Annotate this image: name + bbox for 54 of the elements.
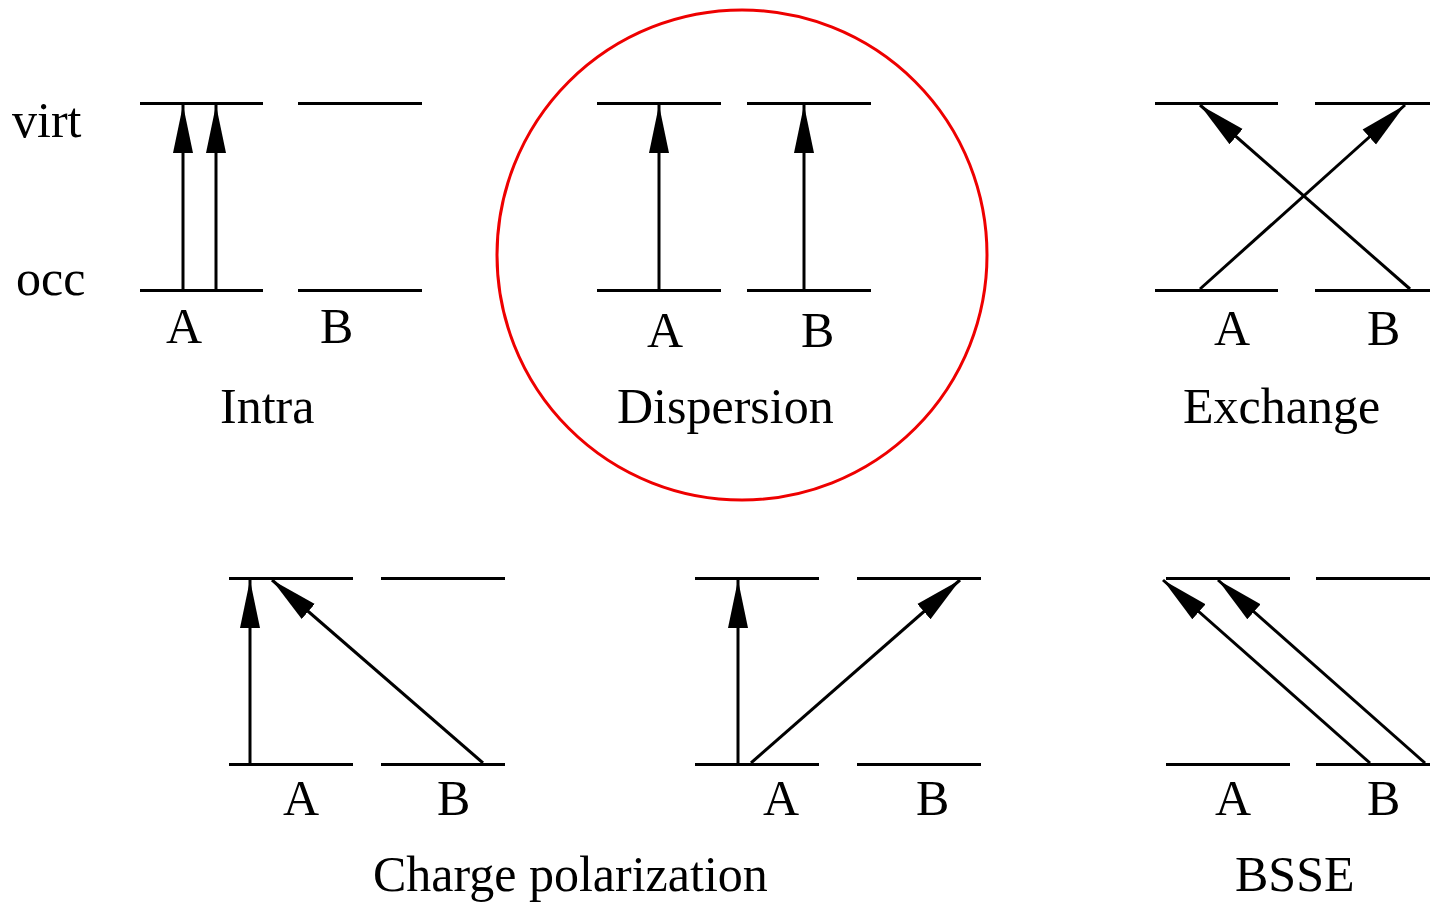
fragment-label: B bbox=[320, 298, 354, 354]
energy-level-line bbox=[381, 763, 505, 766]
energy-level-line bbox=[1166, 577, 1290, 580]
energy-level-line bbox=[298, 102, 422, 105]
energy-level-line bbox=[1155, 102, 1278, 105]
energy-level-line bbox=[747, 102, 871, 105]
arrow bbox=[271, 578, 484, 765]
energy-level-line bbox=[857, 763, 981, 766]
fragment-label: B bbox=[801, 302, 835, 358]
fragment-label: A bbox=[647, 302, 684, 358]
energy-level-line bbox=[229, 577, 353, 580]
fragment-label: A bbox=[166, 298, 203, 354]
energy-level-line bbox=[140, 289, 263, 292]
fragment-label: B bbox=[916, 770, 950, 826]
energy-level-line bbox=[298, 289, 422, 292]
energy-level-label: virt bbox=[12, 92, 82, 148]
panel-title: BSSE bbox=[1235, 846, 1355, 902]
energy-level-line bbox=[597, 289, 721, 292]
energy-level-line bbox=[695, 577, 819, 580]
fragment-label: A bbox=[1215, 770, 1252, 826]
arrow bbox=[240, 580, 260, 763]
energy-level-line bbox=[1316, 577, 1430, 580]
energy-level-line bbox=[747, 289, 871, 292]
highlight-circle bbox=[495, 8, 989, 502]
fragment-label: A bbox=[1214, 300, 1251, 356]
energy-level-line bbox=[140, 102, 263, 105]
arrow bbox=[649, 105, 669, 289]
energy-level-label: occ bbox=[16, 250, 86, 306]
energy-level-line bbox=[695, 763, 819, 766]
panel-title: Intra bbox=[220, 378, 315, 434]
arrow bbox=[728, 580, 748, 763]
panel-title: Dispersion bbox=[617, 378, 834, 434]
energy-level-line bbox=[1316, 763, 1430, 766]
arrow bbox=[794, 105, 814, 289]
panel-title: Charge polarization bbox=[373, 846, 768, 902]
arrow bbox=[1217, 578, 1426, 765]
arrow bbox=[173, 105, 193, 289]
panel-title: Exchange bbox=[1183, 378, 1381, 434]
energy-level-line bbox=[857, 577, 981, 580]
fragment-label: A bbox=[283, 770, 320, 826]
fragment-label: B bbox=[1367, 770, 1401, 826]
arrow bbox=[750, 578, 961, 765]
fragment-label: A bbox=[763, 770, 800, 826]
energy-level-line bbox=[381, 577, 505, 580]
arrow bbox=[1162, 578, 1371, 765]
energy-level-line bbox=[1155, 289, 1278, 292]
fragment-label: B bbox=[437, 770, 471, 826]
arrow bbox=[206, 105, 226, 289]
energy-level-line bbox=[1315, 289, 1430, 292]
energy-level-line bbox=[229, 763, 353, 766]
energy-level-line bbox=[597, 102, 721, 105]
energy-level-line bbox=[1315, 102, 1430, 105]
energy-level-line bbox=[1166, 763, 1290, 766]
fragment-label: B bbox=[1367, 300, 1401, 356]
